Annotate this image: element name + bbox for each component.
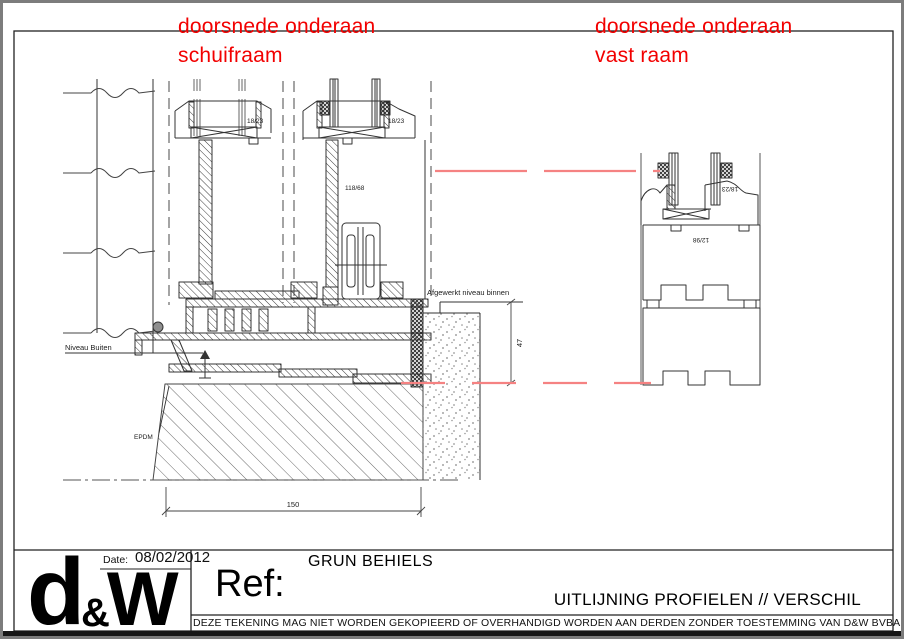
section-title-sliding-line2: schuifraam <box>178 44 283 67</box>
date-value: 08/02/2012 <box>135 549 211 566</box>
copyright-disclaimer: DEZE TEKENING MAG NIET WORDEN GEKOPIEERD… <box>193 616 901 629</box>
section-title-sliding: doorsnede onderaan schuifraam <box>178 12 375 70</box>
label-epdm: EPDM <box>134 434 153 441</box>
technical-drawing-canvas: 18/23 18/23 118/68 18/23 12/98 Niveau Bu… <box>13 30 894 636</box>
label-sliding-profile: 118/68 <box>345 185 365 192</box>
label-inside-level: Afgewerkt niveau binnen <box>427 288 509 297</box>
section-title-fixed-line1: doorsnede onderaan <box>595 15 793 38</box>
ref-label: Ref: <box>215 563 285 605</box>
label-fixed-glazing-bead: 18/23 <box>721 185 738 192</box>
ref-value: GRUN BEHIELS <box>308 553 434 570</box>
section-title-fixed-line2: vast raam <box>595 44 689 67</box>
section-title-sliding-line1: doorsnede onderaan <box>178 15 376 38</box>
drawing-title: UITLIJNING PROFIELEN // VERSCHIL <box>553 590 861 609</box>
label-glazing-bead-right: 18/23 <box>388 118 405 125</box>
company-logo: d&W <box>27 538 179 639</box>
logo-letter-d: d <box>27 538 86 639</box>
label-outside-level: Niveau Buiten <box>65 343 112 352</box>
dimension-height: 47 <box>515 339 524 347</box>
fixed-window-section <box>640 152 761 386</box>
date-label: Date: <box>103 554 129 566</box>
alignment-lines <box>401 169 660 385</box>
sliding-window-section <box>63 78 523 517</box>
label-fixed-profile: 12/98 <box>692 236 709 243</box>
label-glazing-bead-left: 18/23 <box>247 118 264 125</box>
dimension-width: 150 <box>287 500 300 509</box>
section-title-fixed: doorsnede onderaan vast raam <box>595 12 792 70</box>
logo-ampersand: & <box>81 591 110 635</box>
window-bottom-edge <box>3 631 901 636</box>
logo-letter-w: W <box>106 556 179 639</box>
